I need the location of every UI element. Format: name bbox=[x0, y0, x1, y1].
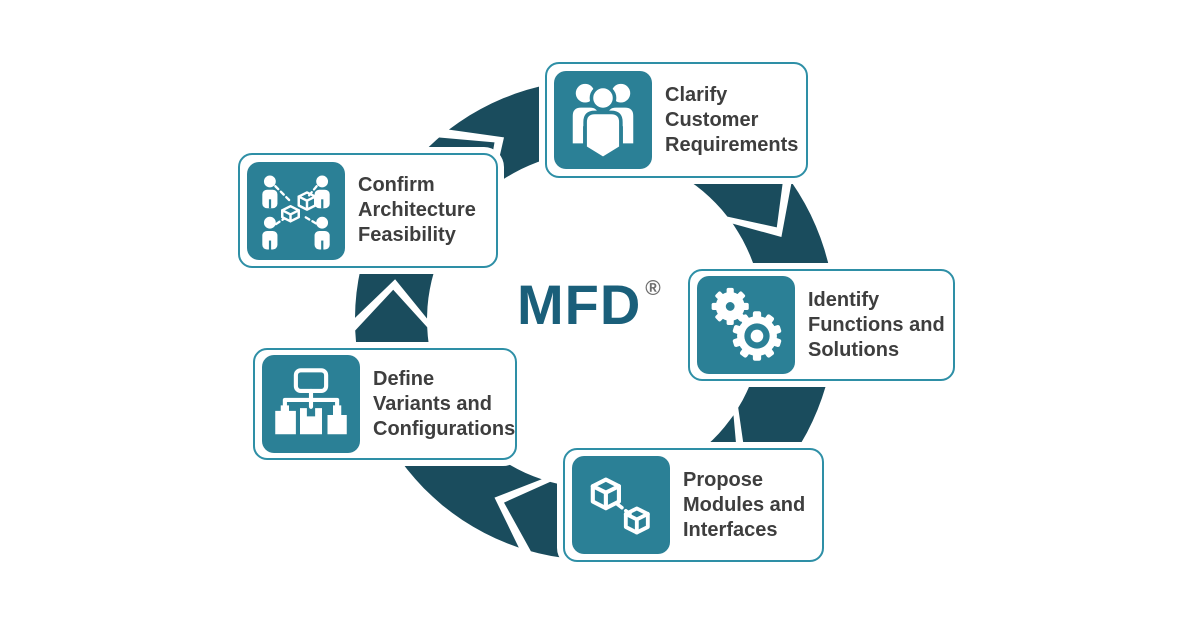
linked-cubes-icon bbox=[590, 477, 650, 535]
page-title: MFD® bbox=[517, 272, 661, 337]
step-card-define-variants-configurations: Define Variants and Configurations bbox=[253, 348, 517, 460]
step-card-propose-modules-interfaces: Propose Modules and Interfaces bbox=[563, 448, 824, 562]
gears-icon bbox=[711, 287, 782, 361]
step-card-confirm-architecture-feasibility: Confirm Architecture Feasibility bbox=[238, 153, 498, 268]
step-label-line: Feasibility bbox=[358, 224, 456, 246]
step-label-line: Variants and bbox=[373, 392, 492, 415]
step-card-identify-functions-solutions: Identify Functions and Solutions bbox=[688, 269, 955, 381]
step-label: Propose Modules and Interfaces bbox=[683, 468, 805, 543]
step-label-line: Configurations bbox=[373, 417, 516, 440]
step-label-line: Propose bbox=[683, 468, 764, 491]
mfd-wordmark: MFD bbox=[517, 273, 642, 336]
step-label-line: Solutions bbox=[808, 338, 900, 361]
step-icon-tile bbox=[262, 355, 360, 453]
people-network-icon bbox=[262, 175, 330, 249]
step-label: Identify Functions and Solutions bbox=[808, 288, 945, 363]
step-card-clarify-customer-requirements: Clarify Customer Requirements bbox=[545, 62, 808, 178]
step-label-line: Confirm bbox=[358, 174, 435, 196]
step-label-line: Modules and bbox=[683, 493, 806, 516]
step-label-line: Requirements bbox=[665, 133, 799, 156]
step-label-line: Identify bbox=[808, 288, 880, 311]
step-label-line: Interfaces bbox=[683, 518, 778, 541]
hierarchy-tree-icon bbox=[275, 368, 347, 435]
step-icon-tile bbox=[697, 276, 795, 374]
step-label: Define Variants and Configurations bbox=[373, 367, 515, 442]
step-label-line: Define bbox=[373, 367, 435, 390]
step-label-line: Architecture bbox=[358, 199, 476, 221]
step-icon-tile bbox=[554, 71, 652, 169]
step-icon-tile bbox=[572, 456, 670, 554]
step-label-line: Clarify bbox=[665, 83, 728, 106]
step-label-line: Functions and bbox=[808, 313, 945, 336]
registered-trademark-symbol: ® bbox=[645, 277, 661, 300]
step-label: Confirm Architecture Feasibility bbox=[358, 173, 476, 248]
step-label-line: Customer bbox=[665, 108, 759, 131]
step-label: Clarify Customer Requirements bbox=[665, 83, 798, 158]
people-group-icon bbox=[572, 83, 634, 161]
step-icon-tile bbox=[247, 161, 345, 260]
